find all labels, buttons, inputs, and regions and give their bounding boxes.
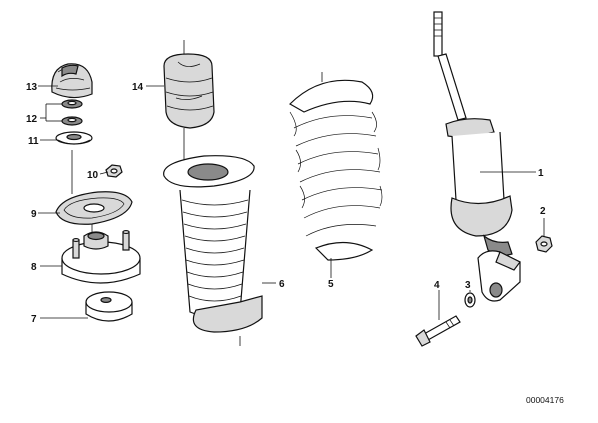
callout-labels: 1 2 3 4 5 6 7 8 9 10 11 12 13 14: [26, 82, 546, 325]
callout-14: 14: [132, 82, 144, 93]
part-14-bump-stop: [163, 40, 215, 129]
callout-2: 2: [540, 206, 546, 217]
part-3-washer: [464, 292, 476, 308]
callout-3: 3: [465, 280, 471, 291]
part-11-cup-washer: [55, 131, 93, 145]
callout-6: 6: [279, 279, 285, 290]
callout-7: 7: [31, 314, 37, 325]
callout-13: 13: [26, 82, 38, 93]
callout-5: 5: [328, 279, 334, 290]
part-5-coil-spring: [289, 72, 383, 261]
part-7-rubber-pad: [85, 291, 133, 322]
callout-9: 9: [31, 209, 37, 220]
part-12-nut-and-washer: [61, 99, 83, 126]
part-10-nut: [105, 164, 123, 178]
leader-lines: [38, 85, 545, 320]
callout-11: 11: [28, 136, 39, 147]
part-13-rubber-cap: [51, 63, 93, 99]
callout-1: 1: [538, 168, 544, 179]
callout-12: 12: [26, 114, 38, 125]
part-4-bolt: [415, 315, 461, 347]
callout-4: 4: [434, 280, 440, 291]
lower-eye-bracket: [477, 250, 521, 302]
part-9-gasket-plate: [55, 191, 133, 225]
part-1-shock-absorber: [433, 11, 513, 256]
document-number: 00004176: [526, 395, 564, 405]
part-8-strut-mount: [61, 230, 141, 284]
part-2-nut: [535, 235, 553, 253]
callout-10: 10: [87, 170, 99, 181]
part-6-protective-boot: [163, 155, 263, 346]
callout-8: 8: [31, 262, 37, 273]
